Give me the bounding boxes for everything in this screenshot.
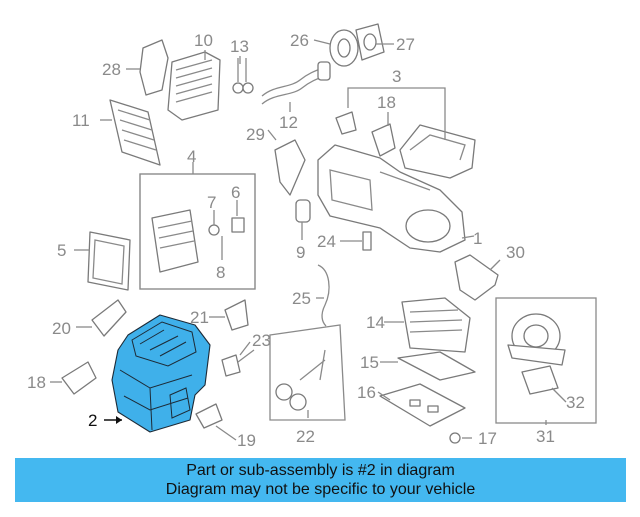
part-22 (275, 349, 326, 411)
leader-1 (461, 235, 475, 239)
callout-12: 12 (279, 113, 298, 132)
part-4-core (151, 209, 199, 273)
callout-10: 10 (194, 31, 213, 50)
callout-1: 1 (473, 229, 482, 248)
callout-16: 16 (357, 383, 376, 402)
callout-5: 5 (57, 241, 66, 260)
part-31 (507, 313, 566, 366)
info-banner: Part or sub-assembly is #2 in diagram Di… (15, 458, 626, 502)
callout-4: 4 (187, 147, 196, 166)
callout-17: 17 (478, 429, 497, 448)
callout-15: 15 (360, 353, 379, 372)
part-14 (401, 297, 471, 353)
part-19 (195, 403, 223, 429)
callout-22: 22 (296, 427, 315, 446)
callout-19: 19 (237, 431, 256, 450)
callout-9: 9 (296, 243, 305, 262)
group-box-22 (269, 324, 346, 421)
part-7 (208, 224, 220, 236)
callout-24: 24 (317, 232, 336, 251)
leader-16 (377, 391, 391, 401)
callout-11: 11 (72, 111, 90, 130)
part-20 (91, 299, 127, 337)
callout-31: 31 (536, 427, 555, 446)
callout-20: 20 (52, 319, 71, 338)
part-23 (221, 349, 255, 377)
callout-25: 25 (292, 289, 311, 308)
part-6 (231, 217, 245, 233)
part-21 (224, 299, 249, 331)
callout-8: 8 (216, 263, 225, 282)
part-10 (167, 51, 221, 121)
part-11 (109, 99, 161, 166)
part-18-upper (371, 123, 396, 157)
part-17 (449, 432, 461, 444)
callout-28: 28 (102, 60, 121, 79)
callout-26: 26 (290, 31, 309, 50)
part-12 (261, 61, 331, 105)
part-24 (362, 231, 372, 251)
callout-29: 29 (246, 125, 265, 144)
leader-23 (239, 341, 251, 356)
leader-2-arrow (116, 416, 122, 424)
leader-30 (489, 259, 501, 271)
callout-23: 23 (252, 331, 271, 350)
callout-3: 3 (392, 67, 401, 86)
callout-7: 7 (207, 193, 216, 212)
part-1 (317, 144, 466, 253)
callout-32: 32 (566, 393, 585, 412)
part-13 (232, 58, 254, 94)
banner-line-1: Part or sub-assembly is #2 in diagram (186, 462, 455, 479)
callout-27: 27 (396, 35, 415, 54)
part-9 (295, 199, 311, 223)
leader-32 (551, 387, 567, 403)
part-29 (274, 139, 306, 196)
leader-29 (267, 129, 277, 141)
part-18-lower (61, 361, 97, 395)
part-26 (329, 29, 359, 67)
part-30 (454, 254, 499, 301)
part-25 (317, 264, 330, 327)
callout-6: 6 (231, 183, 240, 202)
part-5 (87, 231, 131, 291)
group-box-4-outline (139, 173, 256, 290)
part-15 (397, 351, 476, 381)
callout-2: 2 (88, 411, 97, 430)
callout-14: 14 (366, 313, 385, 332)
part-27 (355, 23, 385, 61)
callout-18-upper: 18 (377, 93, 396, 112)
leader-19 (215, 425, 237, 441)
part-28 (139, 39, 169, 96)
part-2-highlighted[interactable] (111, 314, 211, 433)
callout-30: 30 (506, 243, 525, 262)
part-3 (399, 124, 476, 179)
callout-13: 13 (230, 37, 249, 56)
callout-21: 21 (190, 308, 209, 327)
banner-line-2: Diagram may not be specific to your vehi… (165, 481, 476, 498)
part-3-clip (335, 111, 357, 135)
part-32 (521, 365, 559, 395)
leader-3 (347, 87, 446, 140)
callout-18-lower: 18 (27, 373, 46, 392)
leader-26 (313, 39, 331, 45)
part-16 (379, 383, 466, 427)
